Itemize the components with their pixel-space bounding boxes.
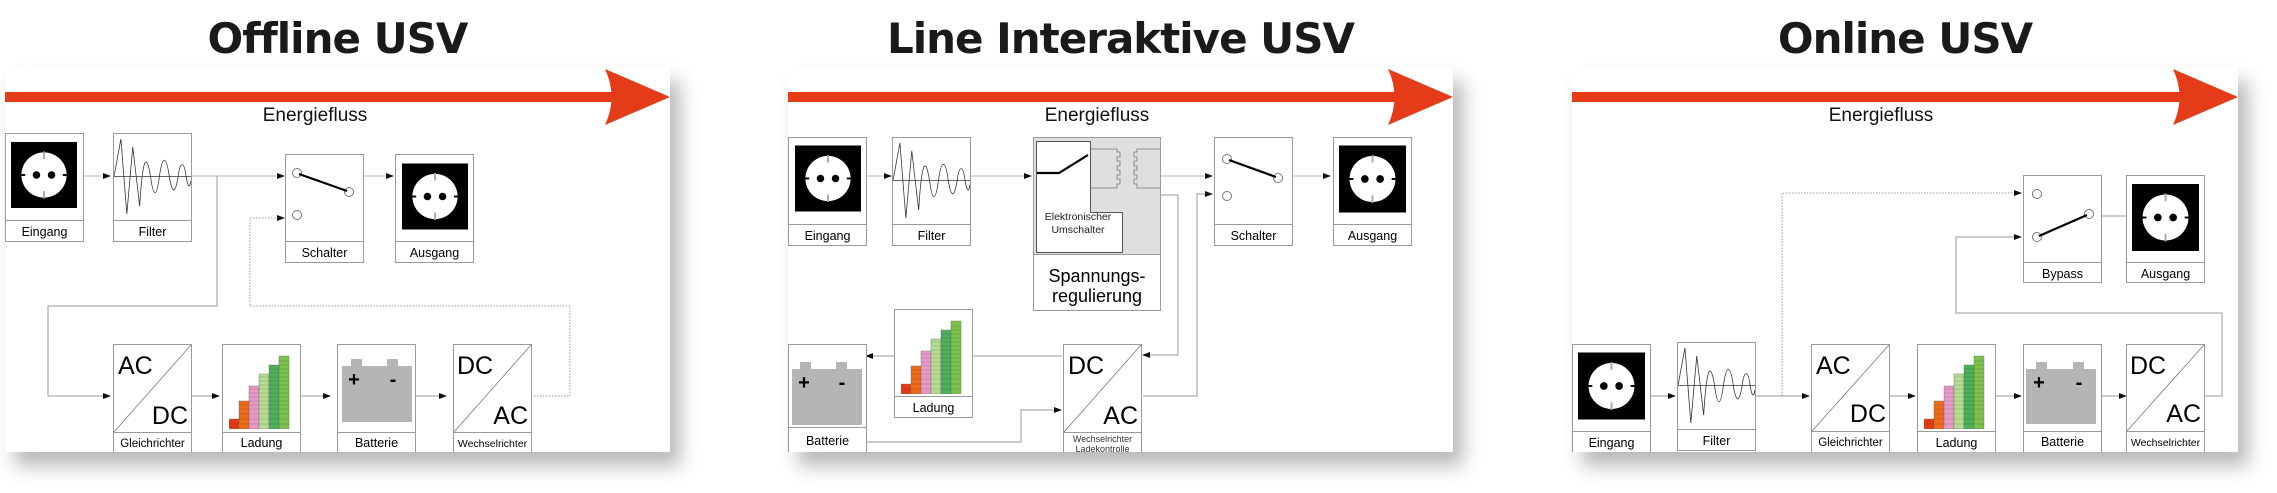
block-label: Gleichrichter <box>120 438 185 450</box>
block-input: Eingang <box>5 133 84 242</box>
block-switch: Schalter <box>1214 137 1293 246</box>
block-label: Batterie <box>2041 435 2084 449</box>
socket-icon <box>795 145 861 212</box>
offline-diagram: Energiefluss Eingang Filter <box>5 69 670 452</box>
block-label: Wechselrichter <box>458 438 528 450</box>
block-label: Ladung <box>1936 436 1978 450</box>
transformer-icon <box>1091 148 1160 189</box>
energy-flow-label: Energiefluss <box>1829 105 1934 126</box>
electronic-switch: Elektronischer Umschalter <box>1036 141 1123 253</box>
block-label: Wechselrichter <box>2131 437 2201 449</box>
block-output: Ausgang <box>2126 175 2205 283</box>
block-charge: Ladung <box>1917 344 1996 452</box>
svg-text:Ladekontrolle: Ladekontrolle <box>1075 444 1129 454</box>
energy-flow-label: Energiefluss <box>1045 105 1150 126</box>
battery-icon: + - <box>2026 362 2096 424</box>
block-label: Filter <box>918 229 946 243</box>
socket-icon <box>2132 184 2199 251</box>
block-output: Ausgang <box>395 154 474 263</box>
svg-text:-: - <box>390 369 397 391</box>
svg-text:+: + <box>798 372 810 394</box>
battery-icon: + - <box>792 362 862 425</box>
socket-icon <box>11 142 77 208</box>
block-charge: Ladung <box>894 309 973 418</box>
svg-text:Spannungs-: Spannungs- <box>1048 266 1145 286</box>
ac-label: AC <box>1103 402 1138 430</box>
block-label: Ausgang <box>410 246 459 260</box>
block-label: Ausgang <box>1348 229 1397 243</box>
energy-flow-label: Energiefluss <box>263 105 368 126</box>
panel-title-offline: Offline USV <box>207 14 469 63</box>
svg-text:-: - <box>2076 372 2083 394</box>
svg-text:Elektronischer: Elektronischer <box>1045 211 1112 223</box>
panel-title-line-interactive: Line Interaktive USV <box>886 14 1355 63</box>
switch-icon <box>2032 189 2094 242</box>
panel-title-online: Online USV <box>1777 14 2033 63</box>
energy-flow-arrow <box>788 69 1453 125</box>
block-inverter-charge-control: DC AC Wechselrichter Ladekontrolle <box>1063 344 1142 454</box>
block-label: Batterie <box>355 436 398 450</box>
socket-icon <box>1578 352 1645 420</box>
energy-flow-arrow <box>5 69 670 125</box>
svg-text:+: + <box>348 369 360 391</box>
block-filter: Filter <box>1677 342 1756 451</box>
block-switch: Schalter <box>285 154 364 263</box>
block-label: Gleichrichter <box>1818 437 1883 449</box>
dc-label: DC <box>152 402 188 430</box>
dc-label: DC <box>1850 400 1886 428</box>
block-label: Eingang <box>1589 436 1635 450</box>
block-label: Eingang <box>805 229 851 243</box>
block-voltage-regulation: Elektronischer Umschalter Spannungs- reg… <box>1033 137 1161 311</box>
block-label: Ladung <box>913 401 955 415</box>
block-rectifier: AC DC Gleichrichter <box>1811 344 1890 452</box>
block-battery: + - Batterie <box>2023 344 2102 452</box>
dc-label: DC <box>1068 352 1104 380</box>
block-label: Ausgang <box>2141 267 2190 281</box>
block-input: Eingang <box>788 137 867 246</box>
block-label: Schalter <box>302 246 348 260</box>
svg-text:+: + <box>2033 372 2045 394</box>
switch-icon <box>1222 154 1283 201</box>
svg-text:Wechselrichter: Wechselrichter <box>1073 434 1132 444</box>
block-label: Filter <box>1703 434 1731 448</box>
switch-icon <box>292 168 354 220</box>
dc-label: DC <box>2130 352 2166 380</box>
block-battery: + - Batterie <box>337 344 416 452</box>
online-diagram: Energiefluss Bypass <box>1572 69 2238 452</box>
block-rectifier: AC DC Gleichrichter <box>113 344 192 452</box>
block-charge: Ladung <box>222 344 301 452</box>
block-label: Ladung <box>241 436 283 450</box>
ac-label: AC <box>2166 400 2201 428</box>
ac-label: AC <box>1816 352 1851 380</box>
block-output: Ausgang <box>1333 137 1412 246</box>
battery-icon: + - <box>342 359 412 422</box>
svg-text:-: - <box>839 372 846 394</box>
socket-icon <box>1339 145 1406 213</box>
block-label: Bypass <box>2042 267 2083 281</box>
svg-text:Umschalter: Umschalter <box>1051 224 1105 236</box>
block-inverter: DC AC Wechselrichter <box>453 344 532 452</box>
socket-icon <box>402 163 468 230</box>
dc-label: DC <box>457 352 493 380</box>
block-label: Filter <box>139 225 167 239</box>
block-bypass: Bypass <box>2023 175 2102 283</box>
block-label: Batterie <box>806 434 849 448</box>
block-battery: + - Batterie <box>788 344 867 452</box>
ac-label: AC <box>118 352 153 380</box>
switch-icon <box>1037 154 1089 175</box>
block-filter: Filter <box>113 133 192 242</box>
block-label: Schalter <box>1231 229 1277 243</box>
block-inverter: DC AC Wechselrichter <box>2126 344 2205 452</box>
energy-flow-arrow <box>1572 69 2238 125</box>
block-input: Eingang <box>1572 344 1651 452</box>
block-filter: Filter <box>892 137 971 246</box>
block-label: Eingang <box>22 225 68 239</box>
ac-label: AC <box>493 402 528 430</box>
line-interactive-diagram: Energiefluss Eingang Filter <box>788 69 1453 454</box>
svg-text:regulierung: regulierung <box>1052 286 1142 306</box>
